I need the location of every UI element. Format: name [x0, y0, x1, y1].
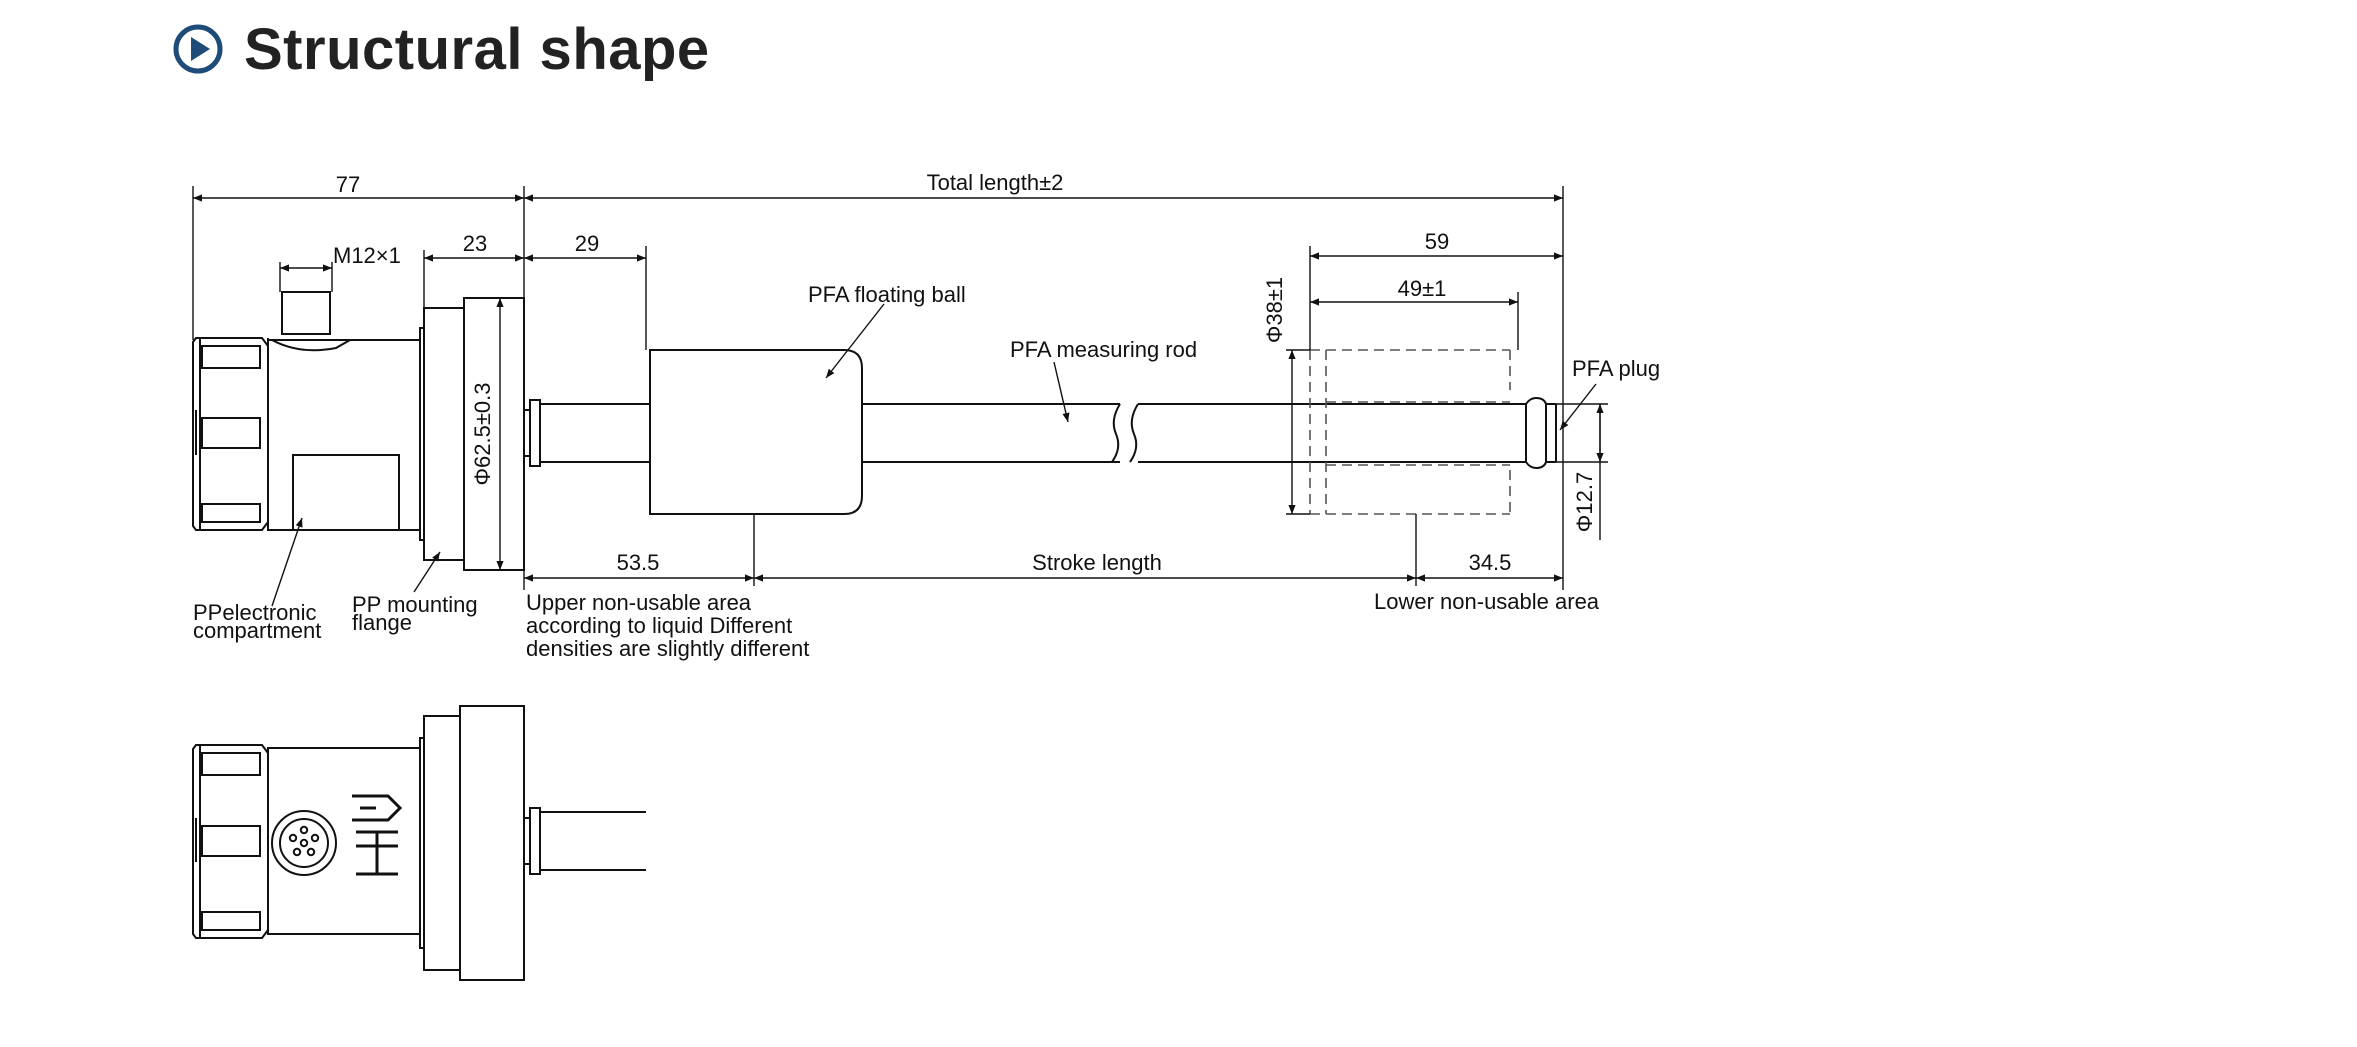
- measuring-rod: [862, 403, 1516, 463]
- play-circle-icon: [173, 24, 223, 74]
- floating-ball: [649, 349, 863, 515]
- label-upper-line1: Upper non-usable area: [526, 590, 752, 615]
- label-upper-line3: densities are slightly different: [526, 636, 809, 661]
- dim-phi-62: Φ62.5±0.3: [470, 382, 495, 485]
- label-flange-line1: PP mounting: [352, 592, 478, 617]
- dim-phi-12: Φ12.7: [1572, 472, 1597, 532]
- label-measuring-rod: PFA measuring rod: [1010, 337, 1197, 362]
- label-lower: Lower non-usable area: [1374, 589, 1600, 614]
- label-electronic-line2: compartment: [193, 618, 321, 643]
- brand-logo-icon: [352, 794, 403, 876]
- electronic-compartment: [192, 291, 421, 531]
- label-electronic-line1: PPelectronic: [193, 600, 317, 625]
- sensor-side-view: [192, 705, 646, 981]
- rod-upper-section: [524, 399, 650, 467]
- label-upper-line2: according to liquid Different: [526, 613, 792, 638]
- label-plug: PFA plug: [1572, 356, 1660, 381]
- dim-29: 29: [575, 231, 599, 256]
- dim-59: 59: [1425, 229, 1449, 254]
- dimension-texts: 77 Total length±2 M12×1 23 29 59 49±1 Φ3…: [333, 170, 1597, 575]
- dim-23: 23: [463, 231, 487, 256]
- title-bar: Structural shape: [172, 14, 710, 84]
- dim-34: 34.5: [1469, 550, 1512, 575]
- label-flange-line2: flange: [352, 610, 412, 635]
- float-lower-position: [1309, 349, 1511, 515]
- dim-49: 49±1: [1398, 276, 1447, 301]
- dim-m12: M12×1: [333, 243, 401, 268]
- label-floating-ball: PFA floating ball: [808, 282, 966, 307]
- dim-total-length: Total length±2: [927, 170, 1064, 195]
- page-title: Structural shape: [244, 16, 710, 82]
- dim-phi-38: Φ38±1: [1262, 277, 1287, 343]
- sensor-top-view: [192, 291, 1557, 571]
- end-plug: [1516, 396, 1557, 470]
- leader-lines: [271, 303, 1597, 607]
- dim-stroke-length: Stroke length: [1032, 550, 1162, 575]
- dim-77: 77: [336, 172, 360, 197]
- dim-53: 53.5: [617, 550, 660, 575]
- part-labels: PFA floating ball PFA measuring rod PFA …: [193, 282, 1660, 661]
- dimension-lines: [192, 186, 1608, 590]
